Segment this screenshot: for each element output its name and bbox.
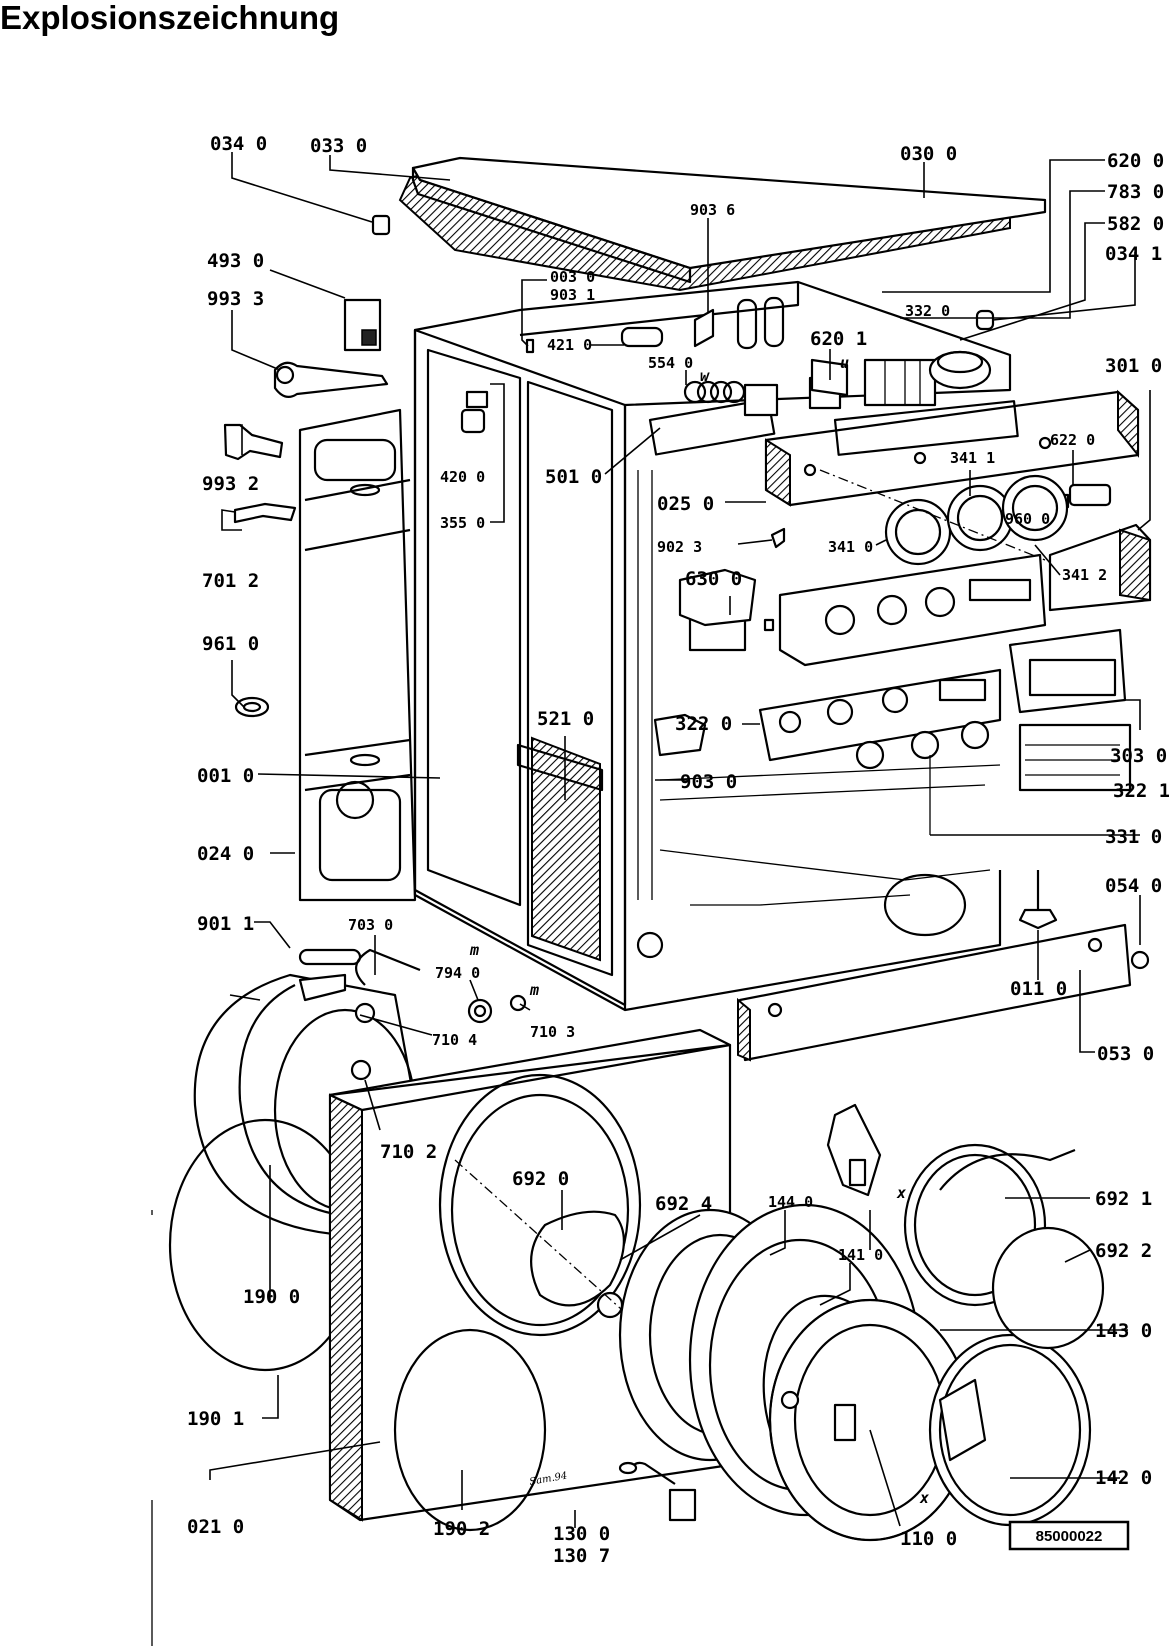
callout-labels: 034 0 033 0 030 0 620 0 783 0 582 0 034 … [187, 133, 1169, 1567]
callout-130-0: 130 0 [553, 1523, 610, 1545]
callout-143-0: 143 0 [1095, 1320, 1152, 1342]
callout-692-4: 692 4 [655, 1193, 712, 1215]
callout-190-2: 190 2 [433, 1518, 490, 1540]
callout-003-0: 003 0 [550, 268, 595, 286]
callout-341-1: 341 1 [950, 449, 995, 467]
callout-033-0: 033 0 [310, 135, 367, 157]
front-panel [328, 1028, 732, 1532]
callout-630-0: 630 0 [685, 568, 742, 590]
callout-993-2: 993 2 [202, 473, 259, 495]
callout-902-3: 902 3 [657, 538, 702, 556]
callout-692-0: 692 0 [512, 1168, 569, 1190]
callout-001-0: 001 0 [197, 765, 254, 787]
callout-141-0: 141 0 [838, 1246, 883, 1264]
marker-x-1: x [896, 1184, 906, 1202]
callout-341-0: 341 0 [828, 538, 873, 556]
callout-034-0: 034 0 [210, 133, 267, 155]
callout-024-0: 024 0 [197, 843, 254, 865]
callout-783-0: 783 0 [1107, 181, 1164, 203]
callout-493-0: 493 0 [207, 250, 264, 272]
marker-u: u [840, 354, 849, 372]
cabinet-body [413, 280, 1012, 1012]
callout-420-0: 420 0 [440, 468, 485, 486]
marker-m-1: m [469, 941, 479, 959]
leader-lines [209, 152, 1151, 1528]
markers: m m x x w u [469, 354, 929, 1507]
callout-053-0: 053 0 [1097, 1043, 1154, 1065]
door-assembly [618, 1103, 1105, 1542]
callout-130-7: 130 7 [553, 1545, 610, 1567]
callout-620-0: 620 0 [1107, 150, 1164, 172]
callout-710-4: 710 4 [432, 1031, 477, 1049]
callout-701-2: 701 2 [202, 570, 259, 592]
kickplate [737, 870, 1150, 1062]
callout-331-0: 331 0 [1105, 826, 1162, 848]
callout-620-1: 620 1 [810, 328, 867, 350]
callout-903-1: 903 1 [550, 286, 595, 304]
control-panel [764, 389, 1152, 612]
callout-011-0: 011 0 [1010, 978, 1067, 1000]
document-number: 85000022 [1036, 1528, 1103, 1545]
callout-582-0: 582 0 [1107, 213, 1164, 235]
interior-components [460, 308, 995, 757]
fascia-panel [758, 553, 1132, 835]
callout-993-3: 993 3 [207, 288, 264, 310]
callout-421-0: 421 0 [547, 336, 592, 354]
callout-322-1: 322 1 [1113, 780, 1169, 802]
callout-960-0: 960 0 [1005, 510, 1050, 528]
callout-110-0: 110 0 [900, 1528, 957, 1550]
marker-x-2: x [919, 1489, 929, 1507]
callout-521-0: 521 0 [537, 708, 594, 730]
marker-m-2: m [529, 981, 539, 999]
callout-794-0: 794 0 [435, 964, 480, 982]
callout-355-0: 355 0 [440, 514, 485, 532]
top-cover [398, 156, 1047, 292]
callout-301-0: 301 0 [1105, 355, 1162, 377]
callout-144-0: 144 0 [768, 1193, 813, 1211]
small-parts-top-left [223, 214, 391, 966]
callout-034-1: 034 1 [1105, 243, 1162, 265]
callout-021-0: 021 0 [187, 1516, 244, 1538]
callout-961-0: 961 0 [202, 633, 259, 655]
callout-190-0: 190 0 [243, 1286, 300, 1308]
callout-322-0: 322 0 [675, 713, 732, 735]
callout-142-0: 142 0 [1095, 1467, 1152, 1489]
side-frame [298, 408, 417, 902]
callout-692-2: 692 2 [1095, 1240, 1152, 1262]
callout-054-0: 054 0 [1105, 875, 1162, 897]
callout-303-0: 303 0 [1110, 745, 1167, 767]
marker-w: w [700, 367, 710, 385]
callout-692-1: 692 1 [1095, 1188, 1152, 1210]
callout-025-0: 025 0 [657, 493, 714, 515]
callout-903-6: 903 6 [690, 201, 735, 219]
callout-341-2: 341 2 [1062, 566, 1107, 584]
document-number-box: 85000022 [1008, 1520, 1130, 1551]
callout-332-0: 332 0 [905, 302, 950, 320]
callout-554-0: 554 0 [648, 354, 693, 372]
callout-190-1: 190 1 [187, 1408, 244, 1430]
callout-703-0: 703 0 [348, 916, 393, 934]
callout-903-0: 903 0 [680, 771, 737, 793]
callout-710-2: 710 2 [380, 1141, 437, 1163]
callout-501-0: 501 0 [545, 466, 602, 488]
callout-901-1: 901 1 [197, 913, 254, 935]
callout-710-3: 710 3 [530, 1023, 575, 1041]
page-title: Explosionszeichnung [0, 0, 340, 36]
callout-030-0: 030 0 [900, 143, 957, 165]
callout-622-0: 622 0 [1050, 431, 1095, 449]
